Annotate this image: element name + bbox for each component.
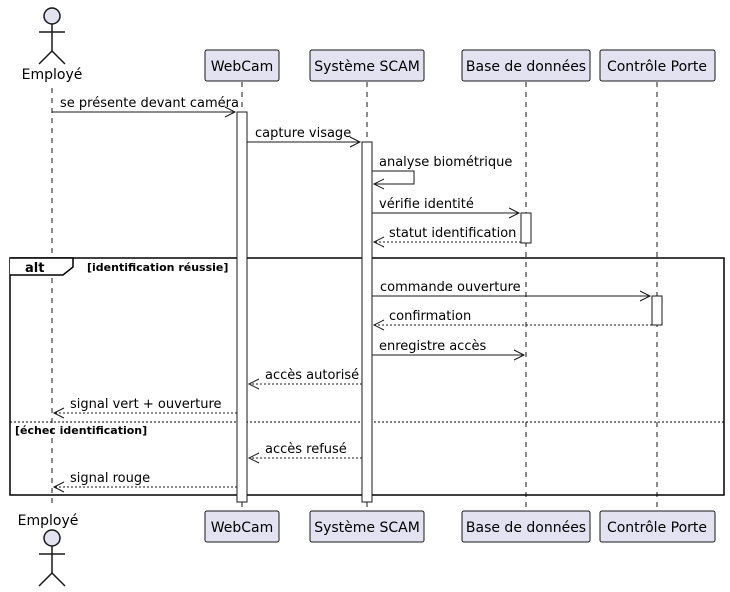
message-label: vérifie identité — [379, 197, 474, 212]
message-statut: statut identification — [372, 226, 521, 248]
participant-label: Système SCAM — [314, 59, 420, 75]
message-label: confirmation — [389, 309, 471, 324]
message-enregistre: enregistre accès — [372, 339, 526, 361]
arrowhead-icon — [372, 236, 385, 248]
alt-guard-success: [identification réussie] — [87, 261, 228, 274]
message-label: analyse biométrique — [379, 155, 512, 170]
participant-label: Base de données — [466, 520, 586, 536]
participant-db-top: Base de données — [461, 49, 591, 82]
actor-employe-bottom: Employé — [18, 513, 79, 587]
activation-porte — [651, 295, 663, 326]
actor-label: Employé — [18, 513, 79, 529]
message-label: signal rouge — [70, 471, 150, 486]
alt-keyword: alt — [25, 261, 44, 276]
message-label: se présente devant caméra — [60, 96, 239, 111]
participant-webcam-bottom: WebCam — [204, 510, 280, 543]
arrowhead-icon — [508, 207, 521, 219]
message-signal-vert: signal vert + ouverture — [52, 397, 237, 419]
actor-head-icon — [43, 7, 61, 25]
message-acces-autorise: accès autorisé — [247, 368, 362, 390]
participant-label: WebCam — [211, 59, 274, 75]
arrowhead-icon — [372, 319, 385, 331]
message-commande: commande ouverture — [372, 280, 652, 302]
message-label: accès refusé — [265, 442, 347, 457]
message-confirmation: confirmation — [372, 309, 652, 331]
participant-label: WebCam — [211, 520, 274, 536]
participant-label: Contrôle Porte — [607, 520, 707, 536]
arrowhead-icon — [52, 407, 65, 419]
actor-employe-top: Employé — [22, 7, 83, 83]
participant-scam-top: Système SCAM — [309, 49, 425, 82]
participant-label: Système SCAM — [314, 520, 420, 536]
participant-porte-bottom: Contrôle Porte — [599, 510, 716, 543]
arrowhead-icon — [513, 349, 526, 361]
activation-db — [520, 212, 532, 244]
message-analyse: analyse biométrique — [372, 155, 512, 190]
alt-guard-failure: [échec identification] — [15, 424, 147, 437]
arrowhead-icon — [639, 290, 652, 302]
arrowhead-icon — [349, 136, 362, 148]
activation-scam — [361, 141, 373, 503]
participant-db-bottom: Base de données — [461, 510, 591, 543]
participant-porte-top: Contrôle Porte — [599, 49, 716, 82]
participant-webcam-top: WebCam — [204, 49, 280, 82]
actor-head-icon — [43, 529, 61, 547]
participant-label: Contrôle Porte — [607, 59, 707, 75]
message-label: statut identification — [389, 226, 516, 241]
message-label: accès autorisé — [265, 368, 359, 383]
activation-webcam — [236, 111, 248, 503]
arrowhead-icon — [247, 378, 260, 390]
message-presente: se présente devant caméra — [52, 96, 239, 118]
participant-label: Base de données — [466, 59, 586, 75]
arrowhead-icon — [372, 178, 385, 190]
message-label: enregistre accès — [379, 339, 486, 354]
participant-scam-bottom: Système SCAM — [309, 510, 425, 543]
arrowhead-icon — [52, 481, 65, 493]
message-label: commande ouverture — [380, 280, 521, 295]
message-acces-refuse: accès refusé — [247, 442, 362, 464]
message-signal-rouge: signal rouge — [52, 471, 237, 493]
message-capture: capture visage — [247, 126, 362, 148]
arrowhead-icon — [247, 452, 260, 464]
actor-label: Employé — [22, 67, 83, 83]
message-label: signal vert + ouverture — [70, 397, 222, 412]
message-verifie: vérifie identité — [372, 197, 521, 219]
alt-tab — [10, 257, 74, 276]
message-label: capture visage — [255, 126, 351, 141]
arrowhead-icon — [224, 106, 237, 118]
